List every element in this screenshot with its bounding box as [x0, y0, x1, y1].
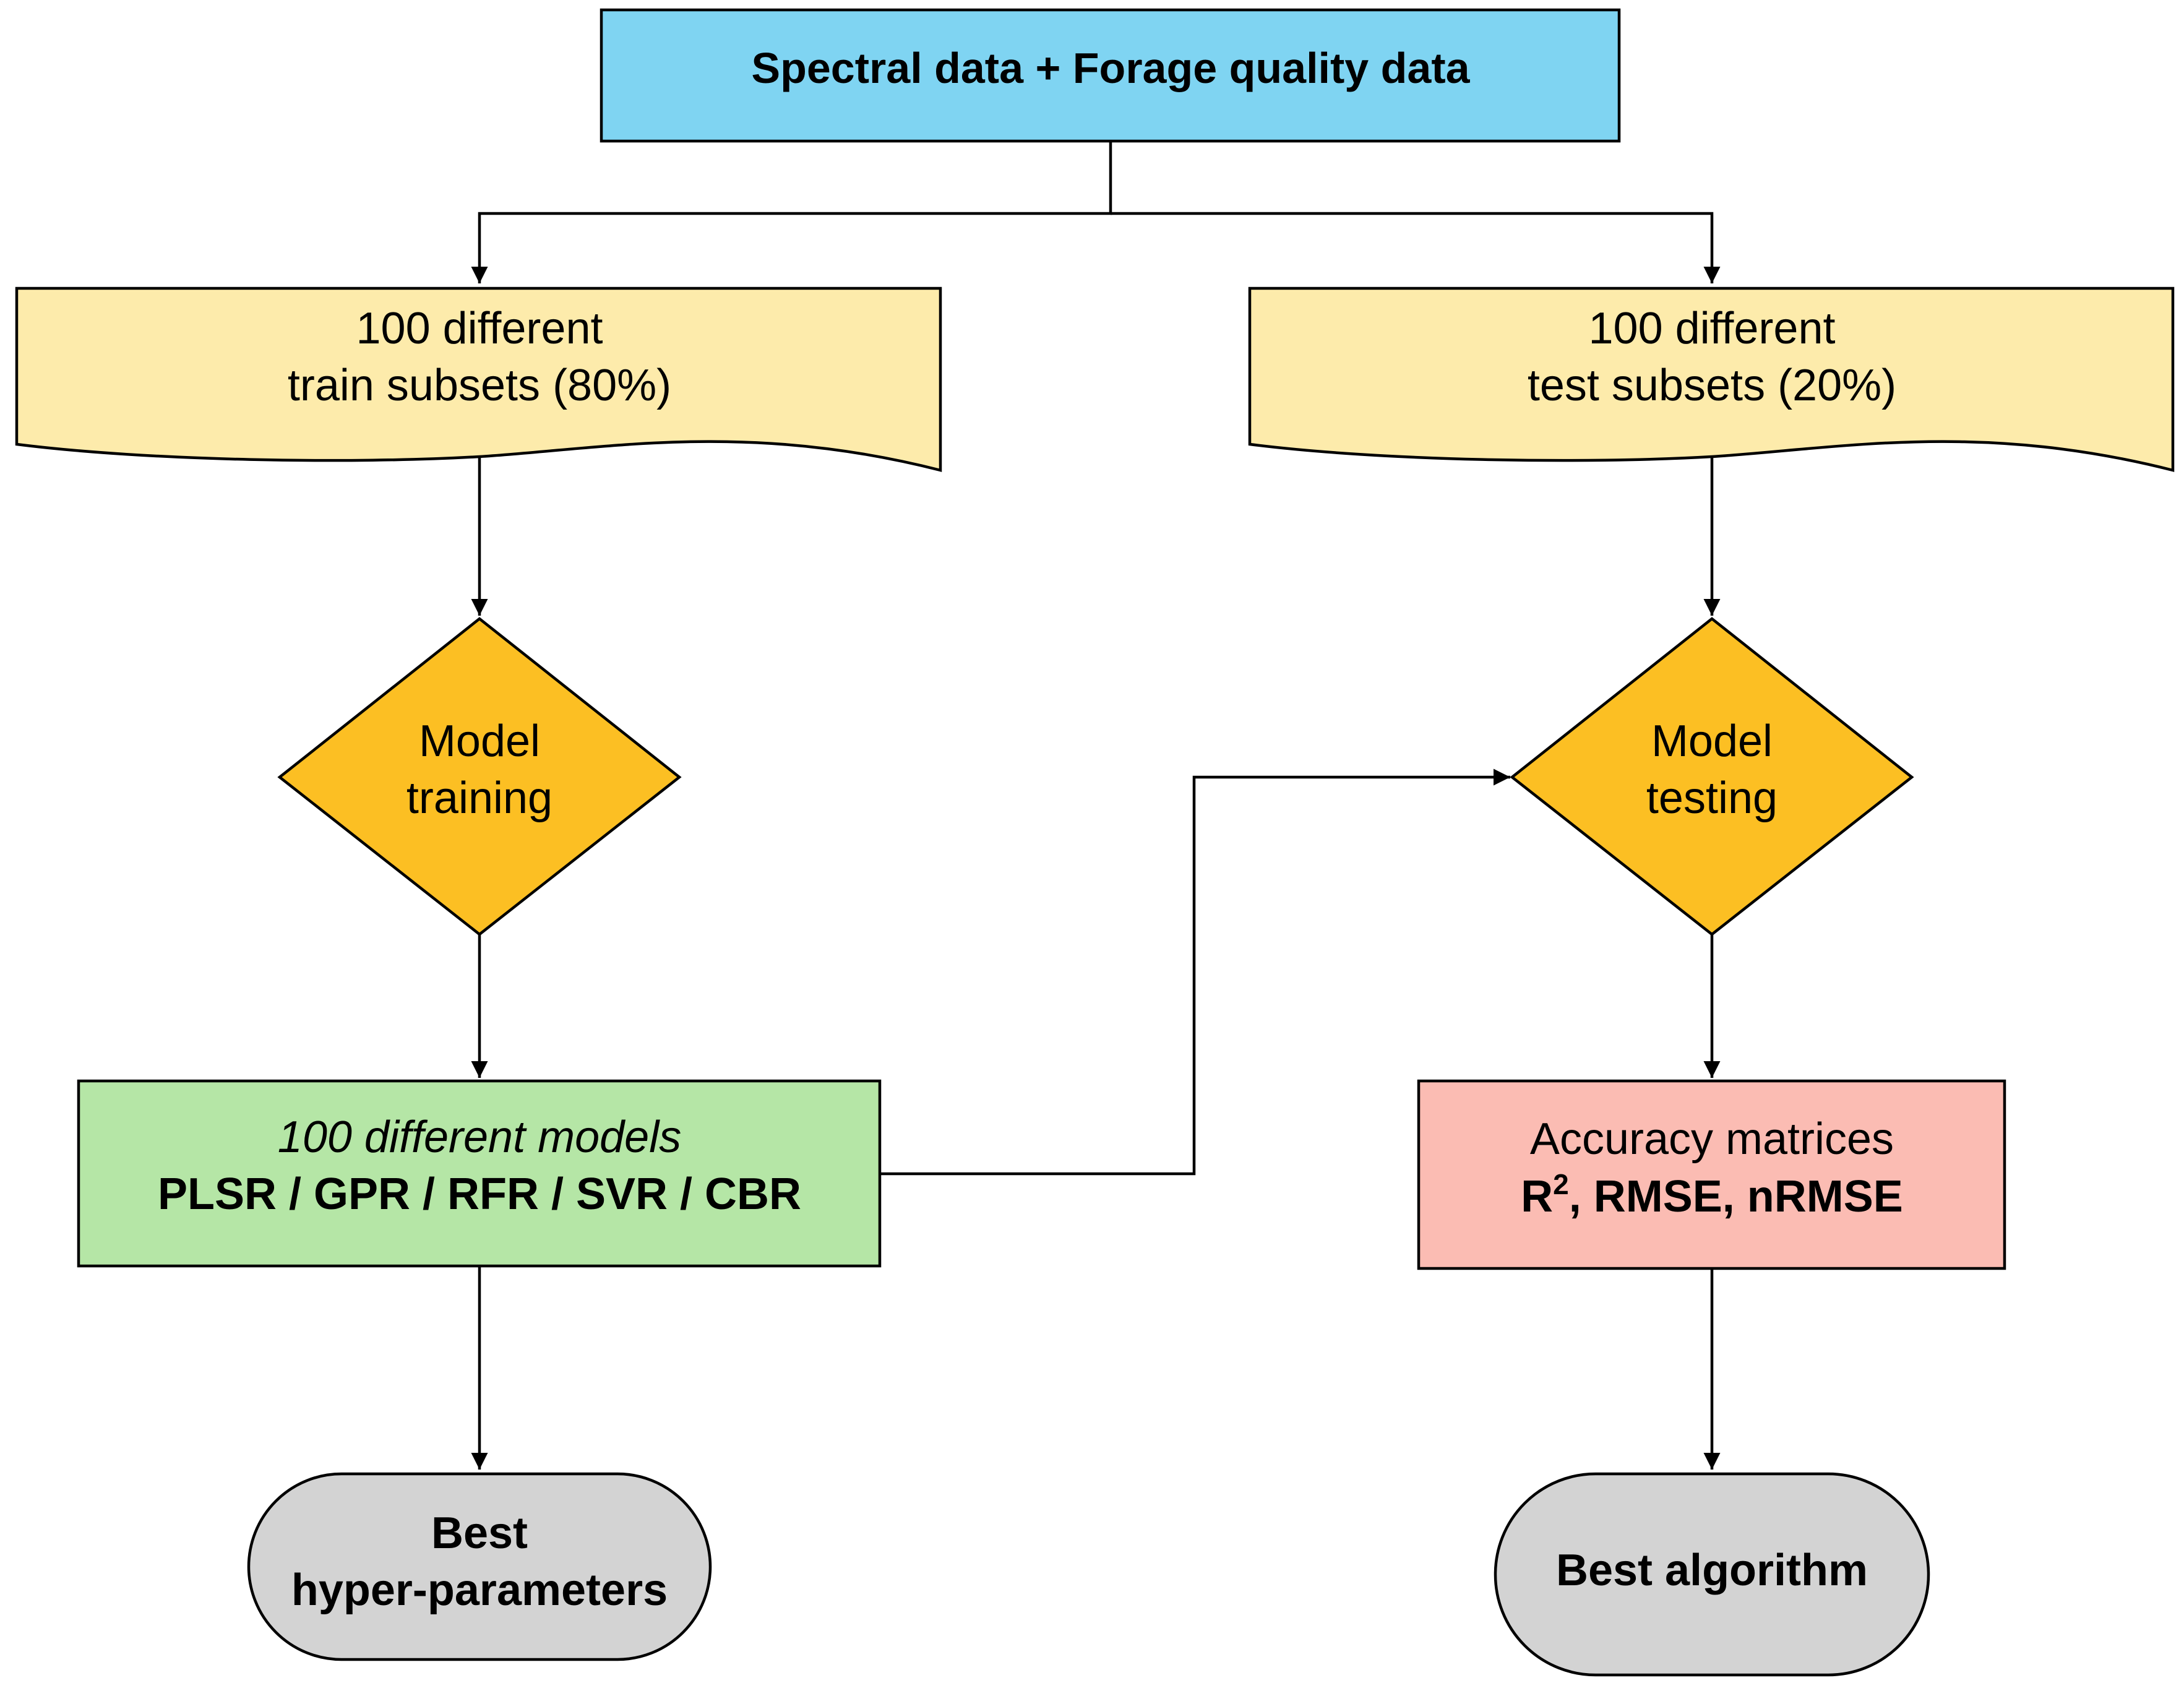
accuracy-line2: R2, RMSE, nRMSE	[1521, 1168, 1903, 1221]
test-subsets-line2: test subsets (20%)	[1528, 361, 1896, 410]
node-model-training: Model training	[277, 617, 682, 936]
accuracy-line1: Accuracy matrices	[1530, 1114, 1894, 1164]
train-subsets-document-shape	[15, 286, 942, 472]
input-box	[600, 8, 1621, 143]
model-training-diamond	[277, 617, 682, 936]
node-best-algorithm: Best algorithm	[1494, 1472, 1930, 1677]
best-hyper-line2: hyper-parameters	[291, 1565, 668, 1615]
edge-models-to-model-testing	[880, 768, 1510, 1176]
edge-input-to-train-subsets	[471, 141, 1112, 283]
models-line1: 100 different models	[278, 1113, 681, 1162]
accuracy-metrics-rest: , RMSE, nRMSE	[1569, 1172, 1903, 1221]
train-subsets-line2: train subsets (80%)	[288, 361, 671, 410]
input-label: Spectral data + Forage quality data	[751, 44, 1470, 92]
node-spectral-forage-data: Spectral data + Forage quality data	[600, 8, 1621, 143]
connectors	[471, 141, 1721, 1470]
models-line2: PLSR / GPR / RFR / SVR / CBR	[158, 1169, 801, 1219]
node-model-testing: Model testing	[1510, 617, 1914, 936]
node-train-subsets: 100 different train subsets (80%)	[15, 286, 942, 472]
model-training-line1: Model	[419, 717, 540, 766]
best-hyper-line1: Best	[431, 1509, 528, 1558]
models-box	[77, 1079, 882, 1268]
best-hyper-parameters-terminator	[247, 1472, 712, 1661]
model-training-line2: training	[406, 773, 552, 823]
accuracy-r-superscript: 2	[1553, 1168, 1569, 1200]
node-models: 100 different models PLSR / GPR / RFR / …	[77, 1079, 882, 1268]
accuracy-r: R	[1521, 1172, 1553, 1221]
model-testing-line1: Model	[1651, 717, 1773, 766]
test-subsets-document-shape	[1248, 286, 2175, 472]
edge-input-to-test-subsets	[1111, 212, 1721, 283]
node-test-subsets: 100 different test subsets (20%)	[1248, 286, 2175, 472]
best-algorithm-terminator	[1494, 1472, 1930, 1677]
node-best-hyper-parameters: Best hyper-parameters	[247, 1472, 712, 1661]
node-accuracy-matrices: Accuracy matrices R2, RMSE, nRMSE	[1417, 1079, 2006, 1270]
train-subsets-line1: 100 different	[356, 304, 603, 353]
best-algorithm-label: Best algorithm	[1556, 1546, 1868, 1595]
accuracy-box	[1417, 1079, 2006, 1270]
test-subsets-line1: 100 different	[1589, 304, 1836, 353]
model-testing-line2: testing	[1646, 773, 1778, 823]
model-testing-diamond	[1510, 617, 1914, 936]
